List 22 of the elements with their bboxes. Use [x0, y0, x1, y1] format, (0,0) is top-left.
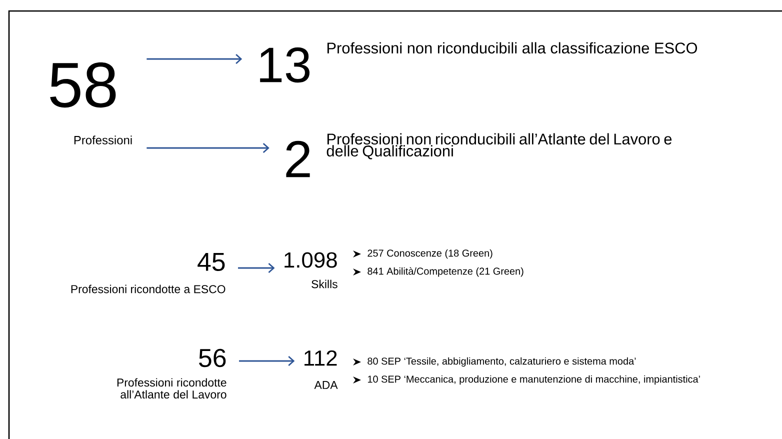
node-label: Professioni non riconducibili all’Atlante del Lavoro e delle Qualificazioni — [326, 133, 672, 160]
node-label: Professioni non riconducibili alla classificazione ESCO — [327, 42, 698, 54]
number-label: 1.098 Skills — [284, 252, 338, 288]
number-label: 45 Professioni ricondotte a ESCO — [71, 252, 226, 294]
arrow — [238, 262, 275, 274]
node-label: Skills — [312, 280, 338, 288]
arrow — [146, 142, 270, 154]
number-label: 56 Professioni ricondotte all’Atlante del Lavoro — [117, 348, 226, 399]
bullet-text: 10 SEP ‘Meccanica, produzione e manutenzione di macchine, impiantistica’ — [368, 375, 700, 385]
node-label: Professioni ricondotte a ESCO — [71, 284, 226, 294]
bullet-text: 841 Abilità/Competenze (21 Green) — [368, 267, 524, 277]
bullet-text: 80 SEP ‘Tessile, abbigliamento, calzaturiero e sistema moda’ — [368, 357, 636, 367]
arrow — [239, 356, 295, 366]
number-label: 58 Professioni — [50, 62, 132, 144]
node-label: Professioni — [74, 136, 132, 144]
number-label: 2 Professioni non riconducibili all’Atlante del Lavoro e delle Qualificazioni — [286, 133, 672, 178]
node-label: ADA — [314, 381, 338, 389]
number-label: 112 ADA — [304, 350, 338, 389]
arrow — [146, 54, 242, 64]
node-label: Professioni ricondotte all’Atlante del Lavoro — [117, 378, 226, 399]
number-label: 13 Professioni non riconducibili alla classificazione ESCO — [260, 42, 698, 83]
bullet-text: 257 Conoscenze (18 Green) — [368, 249, 492, 259]
